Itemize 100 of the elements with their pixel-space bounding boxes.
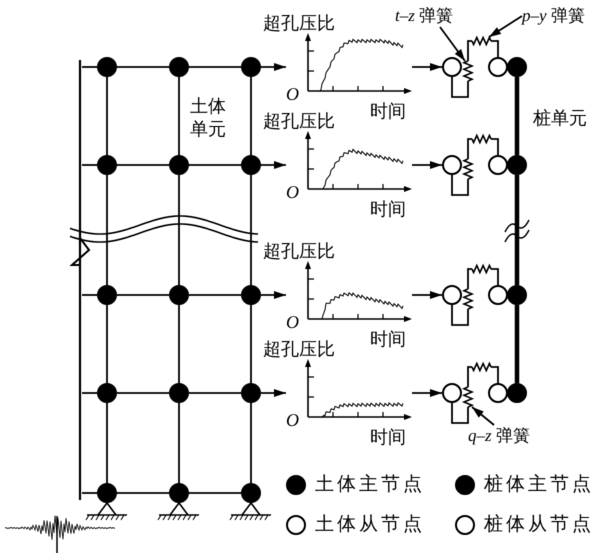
soil-node	[169, 285, 189, 305]
legend-text: 土体主节点	[315, 474, 425, 496]
chart-title: 超孔压比	[263, 339, 335, 359]
soil-slave-node	[442, 155, 462, 175]
arrow	[261, 63, 286, 71]
soil-node	[241, 383, 261, 403]
origin-label: O	[286, 410, 299, 430]
soil-node	[169, 383, 189, 403]
spring-connector	[467, 138, 472, 159]
grid-line	[250, 175, 252, 285]
pile-node	[507, 155, 527, 175]
grid-line	[82, 392, 97, 394]
soil-slave-node	[442, 383, 462, 403]
pile-node	[507, 285, 527, 305]
spring-symbol	[463, 289, 473, 309]
spring-connector	[451, 403, 469, 424]
grid-line	[189, 492, 241, 494]
spring-symbol	[463, 159, 473, 179]
grid-line	[250, 77, 252, 155]
spring-connector	[491, 40, 499, 57]
leader-arrow	[488, 15, 522, 38]
spring-symbol	[463, 387, 473, 407]
leader-arrow	[471, 406, 495, 426]
boundary-line	[78, 60, 82, 500]
grid-line	[189, 66, 241, 68]
soil-node	[97, 383, 117, 403]
soil-node	[169, 57, 189, 77]
axis-label: 时间	[370, 329, 406, 349]
origin-label: O	[286, 182, 299, 202]
chart-title: 超孔压比	[263, 241, 335, 261]
spring-label: q–z 弹簧	[468, 425, 558, 447]
chart-title: 超孔压比	[263, 13, 335, 33]
grid-line	[117, 392, 169, 394]
grid-line	[189, 392, 241, 394]
grid-line	[82, 164, 97, 166]
axis-label: 时间	[370, 101, 406, 121]
pile-slave-node	[488, 155, 508, 175]
grid-line	[189, 294, 241, 296]
grid-line	[106, 77, 108, 155]
spring-connector	[451, 77, 469, 98]
chart-title: 超孔压比	[263, 111, 335, 131]
soil-node	[169, 483, 189, 503]
element-label: 桩单元	[533, 108, 587, 128]
spring-symbol	[472, 37, 491, 45]
soil-node	[97, 285, 117, 305]
arrow	[412, 63, 442, 71]
grid-line	[82, 66, 97, 68]
grid-line	[117, 492, 169, 494]
spring-connector	[451, 175, 469, 196]
soil-node	[97, 155, 117, 175]
legend-text: 土体从节点	[315, 514, 425, 536]
soil-node	[241, 57, 261, 77]
soil-node	[97, 483, 117, 503]
spring-connector	[467, 366, 472, 387]
soil-node	[241, 483, 261, 503]
grid-line	[82, 492, 97, 494]
arrow	[412, 161, 442, 169]
arrow	[261, 389, 286, 397]
arrow	[261, 161, 286, 169]
element-label: 土体单元	[190, 95, 227, 141]
leader-arrow	[439, 26, 466, 62]
spring-connector	[491, 366, 499, 383]
grid-line	[117, 294, 169, 296]
grid-line	[189, 164, 241, 166]
pile-node	[507, 383, 527, 403]
spring-symbol	[472, 135, 491, 143]
spring-connector	[467, 40, 472, 61]
pile-line	[514, 77, 520, 155]
arrow	[261, 291, 286, 299]
soil-node	[169, 155, 189, 175]
spring-symbol	[463, 61, 473, 81]
pile-slave-node	[488, 285, 508, 305]
pile-line	[514, 175, 520, 285]
grid-line	[178, 175, 180, 285]
arrow	[412, 389, 442, 397]
axis-label: 时间	[370, 199, 406, 219]
origin-label: O	[286, 312, 299, 332]
pile-line	[514, 305, 520, 383]
spring-label: t–z 弹簧	[395, 5, 485, 27]
soil-node	[97, 57, 117, 77]
grid-line	[250, 305, 252, 383]
grid-line	[106, 403, 108, 483]
spring-symbol	[472, 363, 491, 371]
grid-line	[82, 294, 97, 296]
soil-node	[241, 285, 261, 305]
legend-text: 桩体主节点	[484, 474, 594, 496]
spring-connector	[451, 305, 469, 326]
spring-connector	[491, 138, 499, 155]
grid-line	[106, 305, 108, 383]
axis-label: 时间	[370, 427, 406, 447]
soil-slave-node	[442, 57, 462, 77]
legend-text: 桩体从节点	[484, 514, 594, 536]
grid-line	[117, 66, 169, 68]
grid-line	[178, 77, 180, 155]
grid-line	[117, 164, 169, 166]
origin-label: O	[286, 84, 299, 104]
grid-line	[250, 403, 252, 483]
grid-line	[178, 305, 180, 383]
pile-slave-node	[488, 57, 508, 77]
spring-connector	[467, 268, 472, 289]
